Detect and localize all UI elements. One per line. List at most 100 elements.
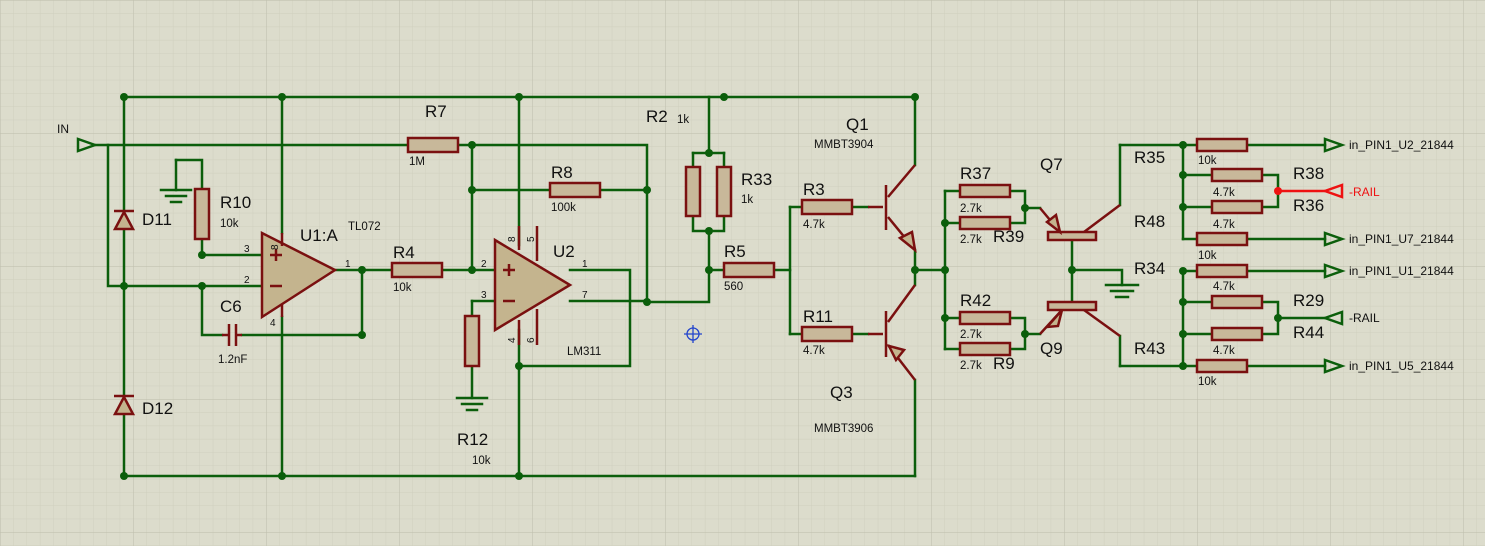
value-u1: TL072: [348, 221, 381, 233]
resistor-r3[interactable]: [800, 198, 854, 216]
resistor-r10[interactable]: [193, 187, 211, 241]
resistor-r37[interactable]: [958, 183, 1012, 199]
output-terminal-2[interactable]: [1323, 231, 1346, 247]
diode-d12[interactable]: [112, 394, 136, 416]
value-r4: 10k: [393, 282, 412, 294]
value-r48: 10k: [1198, 250, 1217, 262]
transistor-q1[interactable]: [868, 164, 917, 254]
ref-c6: C6: [220, 297, 242, 316]
pin-number: 3: [481, 290, 487, 301]
value-r9: 2.7k: [960, 360, 982, 372]
pin-number: 5: [526, 236, 537, 242]
value-r38: 4.7k: [1213, 187, 1235, 199]
transistor-q9[interactable]: [1039, 300, 1121, 338]
ref-q1: Q1: [846, 115, 869, 134]
resistor-r33[interactable]: [715, 165, 733, 218]
ref-d12: D12: [142, 399, 173, 418]
ground-icon: [455, 396, 489, 412]
value-r37: 2.7k: [960, 203, 982, 215]
value-r3: 4.7k: [803, 219, 825, 231]
opamp-u1[interactable]: [260, 230, 338, 320]
resistor-r4[interactable]: [390, 261, 444, 279]
value-r35: 10k: [1198, 155, 1217, 167]
labels: IN R7 1M R10 10k D11 D12 C6 1.2nF U1:A T…: [57, 102, 1454, 467]
resistor-r8[interactable]: [548, 181, 602, 199]
resistor-r48[interactable]: [1195, 231, 1249, 247]
value-r8: 100k: [551, 202, 576, 214]
ref-r3: R3: [803, 180, 825, 199]
resistor-r43[interactable]: [1195, 358, 1249, 374]
value-r39: 2.7k: [960, 234, 982, 246]
resistor-r5[interactable]: [722, 261, 776, 279]
ref-r10: R10: [220, 193, 251, 212]
ref-r48: R48: [1134, 212, 1165, 231]
value-r42: 2.7k: [960, 329, 982, 341]
ref-r7: R7: [425, 102, 447, 121]
terminal-label-in: IN: [57, 122, 69, 136]
value-r36: 4.7k: [1213, 219, 1235, 231]
pin-number: 8: [507, 236, 518, 242]
value-r12: 10k: [472, 455, 491, 467]
value-q3: MMBT3906: [814, 423, 873, 435]
resistor-r2[interactable]: [684, 165, 702, 218]
rail-terminal[interactable]: [1321, 310, 1344, 326]
input-terminal[interactable]: [76, 137, 99, 153]
resistor-r36[interactable]: [1210, 199, 1264, 215]
resistor-r38[interactable]: [1210, 167, 1264, 183]
ref-r33: R33: [741, 170, 772, 189]
ref-d11: D11: [142, 210, 172, 229]
terminal-label-rail: -RAIL: [1349, 311, 1380, 325]
ref-r9: R9: [993, 354, 1015, 373]
transistor-q3[interactable]: [868, 284, 917, 381]
value-c6: 1.2nF: [218, 354, 247, 366]
ref-u2: U2: [553, 242, 575, 261]
output-terminal-3[interactable]: [1323, 263, 1346, 279]
ref-r2: R2: [646, 107, 668, 126]
ref-r12: R12: [457, 430, 488, 449]
resistor-r12[interactable]: [463, 314, 481, 368]
resistor-r35[interactable]: [1195, 137, 1249, 153]
output-terminal-4[interactable]: [1323, 358, 1346, 374]
resistor-r44[interactable]: [1210, 326, 1264, 342]
comparator-u2[interactable]: [493, 226, 573, 345]
resistor-r29[interactable]: [1210, 294, 1264, 310]
ref-r5: R5: [724, 242, 746, 261]
ref-q3: Q3: [830, 383, 853, 402]
rail-terminal-red[interactable]: [1321, 183, 1344, 199]
ref-r35: R35: [1134, 148, 1165, 167]
resistor-r9[interactable]: [958, 341, 1012, 357]
terminal-label-out2: in_PIN1_U7_21844: [1349, 232, 1454, 246]
junctions: [120, 93, 1282, 480]
terminal-label-out4: in_PIN1_U5_21844: [1349, 359, 1454, 373]
pin-number: 7: [582, 290, 588, 301]
ref-r11: R11: [803, 307, 833, 326]
ref-r39: R39: [993, 227, 1024, 246]
ref-u1: U1:A: [300, 226, 338, 245]
capacitor-c6[interactable]: [222, 324, 242, 346]
resistor-r7[interactable]: [406, 136, 460, 154]
output-terminal-1[interactable]: [1323, 137, 1346, 153]
ref-r43: R43: [1134, 339, 1165, 358]
pin-number: 6: [526, 337, 537, 343]
transistor-q7[interactable]: [1039, 204, 1121, 242]
value-r5: 560: [724, 281, 743, 293]
resistor-r34[interactable]: [1195, 263, 1249, 279]
terminal-label-out1: in_PIN1_U2_21844: [1349, 138, 1454, 152]
pin-number: 2: [481, 259, 487, 270]
ground-icon: [1104, 283, 1140, 299]
value-r10: 10k: [220, 218, 239, 230]
value-r11: 4.7k: [803, 345, 825, 357]
ref-r44: R44: [1293, 323, 1324, 342]
resistor-r42[interactable]: [958, 310, 1012, 326]
pin-number: 1: [582, 259, 588, 270]
value-r33: 1k: [741, 194, 753, 206]
resistor-r11[interactable]: [800, 325, 854, 343]
ref-r4: R4: [393, 243, 415, 262]
diode-d11[interactable]: [112, 209, 136, 231]
ref-r8: R8: [551, 163, 573, 182]
value-q1: MMBT3904: [814, 139, 874, 151]
ref-r29: R29: [1293, 291, 1324, 310]
resistor-r39[interactable]: [958, 215, 1012, 231]
ground-icon: [159, 188, 193, 204]
